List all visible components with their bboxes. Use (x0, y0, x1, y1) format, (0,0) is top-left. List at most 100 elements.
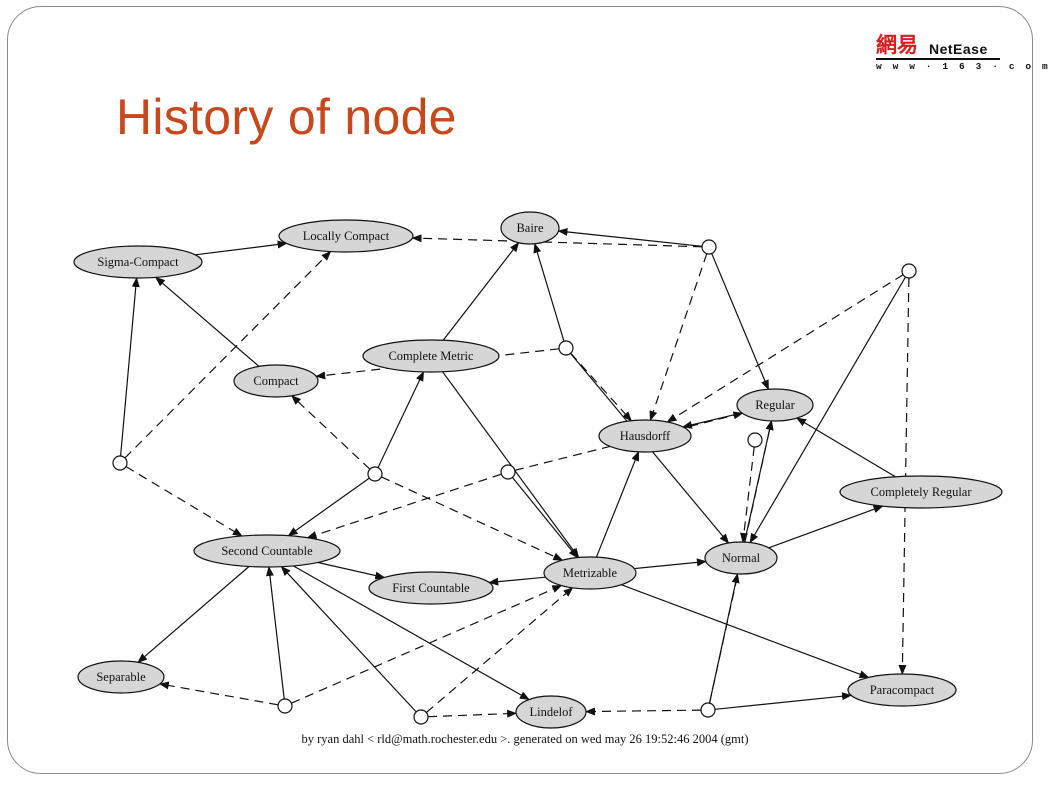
node-normal-shape (704, 541, 778, 575)
node-compact-shape (233, 364, 319, 398)
edge-j8-to-lindelof (427, 709, 518, 718)
edge-j3-to-second-countable (125, 466, 243, 537)
edge-j4-to-hausdorff (570, 352, 632, 422)
edge-metrizable-to-hausdorff (595, 450, 640, 558)
node-first-countable-label: First Countable (392, 581, 470, 595)
edge-j5-to-second-countable (287, 477, 370, 537)
edge-j1-to-regular (711, 253, 769, 391)
slide-title: History of node (116, 89, 457, 145)
node-hausdorff: Hausdorff (598, 419, 692, 453)
edge-j7-to-metrizable (291, 584, 563, 704)
edge-j2-to-normal (749, 276, 907, 544)
node-compact-label: Compact (253, 374, 299, 388)
node-baire-shape (500, 211, 560, 245)
node-metrizable: Metrizable (543, 556, 637, 590)
node-second-countable: Second Countable (193, 534, 341, 568)
node-complete-metric: Complete Metric (362, 339, 500, 373)
node-first-countable: First Countable (368, 571, 494, 605)
edge-completely-regular-to-regular (796, 417, 896, 478)
edge-j10-to-normal (739, 446, 755, 543)
node-regular: Regular (736, 388, 814, 422)
edge-j3-to-sigma-compact (120, 277, 140, 457)
node-baire: Baire (500, 211, 560, 245)
edge-sigma-compact-to-locally-compact (195, 240, 288, 256)
node-normal: Normal (704, 541, 778, 575)
node-sigma-compact-shape (73, 245, 203, 279)
edge-j6-to-second-countable (306, 473, 502, 539)
junction-j3 (112, 455, 128, 471)
edge-second-countable-to-lindelof (293, 565, 530, 701)
node-paracompact: Paracompact (847, 673, 957, 707)
edge-j1-to-hausdorff (649, 253, 708, 422)
edge-j7-to-second-countable (265, 566, 285, 700)
edge-normal-to-completely-regular (768, 505, 884, 549)
node-complete-metric-shape (362, 339, 500, 373)
edge-j8-to-metrizable (425, 587, 574, 713)
node-separable-label: Separable (96, 670, 146, 684)
edge-metrizable-to-paracompact (621, 584, 870, 678)
node-metrizable-label: Metrizable (563, 566, 618, 580)
node-locally-compact: Locally Compact (278, 219, 414, 253)
edge-j1-to-baire (557, 227, 703, 247)
node-paracompact-label: Paracompact (870, 683, 935, 697)
logo-cjk-text: 網易 (876, 33, 918, 57)
node-lindelof: Lindelof (515, 695, 587, 729)
edge-j1-to-locally-compact (411, 234, 703, 248)
node-complete-metric-label: Complete Metric (388, 349, 473, 363)
edge-complete-metric-to-metrizable (442, 371, 580, 559)
edge-second-countable-to-first-countable (317, 561, 386, 580)
node-compact: Compact (233, 364, 319, 398)
node-completely-regular: Completely Regular (839, 475, 1003, 509)
logo-rule (876, 58, 1000, 60)
edge-j6-to-metrizable (511, 477, 579, 559)
node-lindelof-label: Lindelof (529, 705, 573, 719)
node-locally-compact-shape (278, 219, 414, 253)
node-completely-regular-label: Completely Regular (870, 485, 972, 499)
slide-frame (7, 6, 1033, 774)
node-sigma-compact-label: Sigma-Compact (97, 255, 179, 269)
edge-j6-to-regular (514, 411, 744, 471)
node-lindelof-shape (515, 695, 587, 729)
node-completely-regular-shape (839, 475, 1003, 509)
junction-j4 (558, 340, 574, 356)
node-second-countable-shape (193, 534, 341, 568)
node-first-countable-shape (368, 571, 494, 605)
edge-j5-to-compact (291, 395, 371, 470)
node-hausdorff-shape (598, 419, 692, 453)
edge-compact-to-sigma-compact (155, 276, 260, 367)
edge-j9-to-paracompact (714, 692, 852, 710)
node-normal-label: Normal (722, 551, 761, 565)
edge-j2-to-hausdorff (666, 274, 904, 423)
node-sigma-compact: Sigma-Compact (73, 245, 203, 279)
edge-j5-to-complete-metric (377, 370, 425, 468)
junction-j2 (901, 263, 917, 279)
node-locally-compact-label: Locally Compact (303, 229, 390, 243)
node-second-countable-label: Second Countable (221, 544, 313, 558)
node-regular-shape (736, 388, 814, 422)
edge-j7-to-separable (158, 681, 279, 706)
node-separable: Separable (77, 660, 165, 694)
logo-brand-text: NetEase (929, 41, 988, 57)
logo-url-text: w w w · 1 6 3 · c o m (876, 61, 1050, 72)
edge-j4-to-baire (533, 242, 565, 342)
edge-metrizable-to-normal (634, 558, 707, 570)
node-metrizable-shape (543, 556, 637, 590)
edge-j5-to-metrizable (381, 476, 564, 561)
node-regular-label: Regular (755, 398, 795, 412)
junction-j8 (413, 709, 429, 725)
edge-second-countable-to-separable (137, 566, 250, 663)
junction-j5 (367, 466, 383, 482)
junction-j6 (500, 464, 516, 480)
edge-regular-to-hausdorff (681, 412, 743, 429)
edge-j3-to-locally-compact (124, 250, 332, 459)
netease-logo: 網易 NetEase w w w · 1 6 3 · c o m (874, 33, 1048, 75)
edge-j9-to-lindelof (585, 707, 702, 716)
edge-j8-to-second-countable (280, 565, 417, 713)
node-hausdorff-label: Hausdorff (620, 429, 671, 443)
node-baire-label: Baire (516, 221, 544, 235)
edge-metrizable-to-first-countable (488, 576, 546, 586)
credit-line: by ryan dahl < rld@math.rochester.edu >.… (301, 732, 749, 746)
junction-j1 (701, 239, 717, 255)
